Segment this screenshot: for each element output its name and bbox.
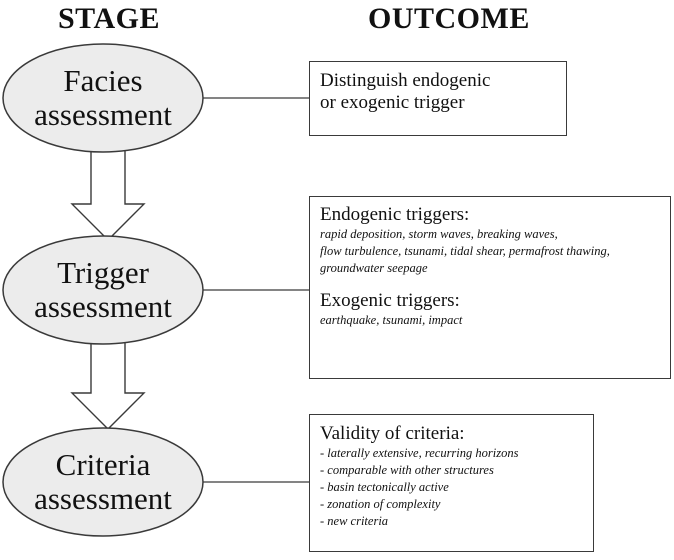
stage-label-line: Facies bbox=[63, 63, 143, 98]
outcome-heading: OUTCOME bbox=[368, 2, 530, 35]
stage-ellipse-trigger bbox=[2, 235, 204, 345]
stage-label-criteria: Criteria assessment bbox=[3, 448, 203, 516]
outcome-box-trigger: Endogenic triggers: rapid deposition, st… bbox=[309, 196, 671, 379]
stage-label-line: assessment bbox=[34, 481, 172, 516]
stage-label-line: Criteria bbox=[55, 447, 151, 482]
stage-label-line: assessment bbox=[34, 289, 172, 324]
facies-outcome-line: Distinguish endogenic bbox=[320, 70, 491, 91]
endogenic-line: flow turbulence, tsunami, tidal shear, p… bbox=[320, 244, 610, 258]
arrow-down-2 bbox=[70, 339, 146, 430]
criteria-item: - basin tectonically active bbox=[320, 480, 449, 494]
arrow-down-1 bbox=[70, 149, 146, 241]
criteria-item: - new criteria bbox=[320, 514, 389, 528]
criteria-item: - laterally extensive, recurring horizon… bbox=[320, 446, 519, 460]
endogenic-title: Endogenic triggers: bbox=[320, 204, 470, 225]
stage-heading: STAGE bbox=[58, 2, 160, 35]
stage-label-facies: Facies assessment bbox=[3, 64, 203, 132]
stage-label-trigger: Trigger assessment bbox=[3, 256, 203, 324]
stage-label-line: Trigger bbox=[57, 255, 149, 290]
criteria-title: Validity of criteria: bbox=[320, 423, 465, 444]
endogenic-line: groundwater seepage bbox=[320, 261, 428, 275]
facies-outcome-line: or exogenic trigger bbox=[320, 92, 465, 113]
criteria-item: - comparable with other structures bbox=[320, 463, 494, 477]
outcome-box-criteria: Validity of criteria: - laterally extens… bbox=[309, 414, 594, 552]
outcome-box-facies: Distinguish endogenic or exogenic trigge… bbox=[309, 61, 567, 136]
endogenic-line: rapid deposition, storm waves, breaking … bbox=[320, 227, 558, 241]
exogenic-line: earthquake, tsunami, impact bbox=[320, 313, 463, 327]
criteria-item: - zonation of complexity bbox=[320, 497, 441, 511]
stage-ellipse-facies bbox=[2, 43, 204, 153]
stage-label-line: assessment bbox=[34, 97, 172, 132]
stage-ellipse-criteria bbox=[2, 427, 204, 537]
exogenic-title: Exogenic triggers: bbox=[320, 290, 460, 311]
